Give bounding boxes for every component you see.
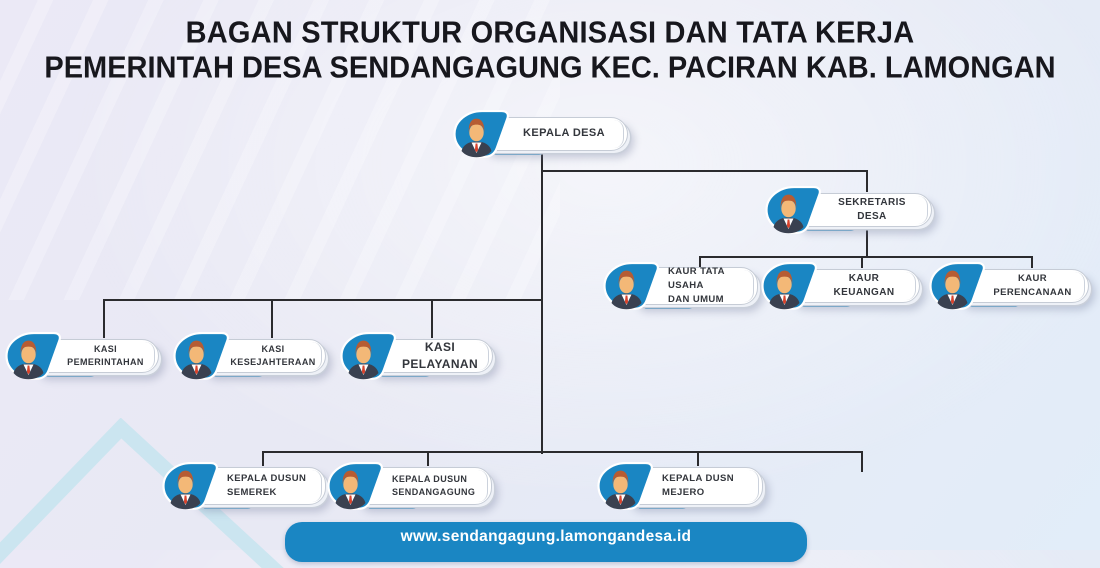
node-label: SEKRETARIS DESA [838,196,906,223]
website-url[interactable]: www.sendangagung.lamongandesa.id [400,528,692,545]
connector-kasi-drop-1 [103,299,105,338]
connector-dusun-drop-1 [262,451,264,466]
connector-sekretaris-horizontal [541,170,868,172]
website-url-bar[interactable]: www.sendangagung.lamongandesa.id [285,522,807,562]
org-node-kasi-pemerintahan: KASI PEMERINTAHAN [5,331,159,380]
title-line-1: BAGAN STRUKTUR ORGANISASI DAN TATA KERJA [185,16,915,50]
node-label-line-2: SEMEREK [227,487,277,498]
org-node-sekretaris-desa: SEKRETARIS DESA [765,185,932,234]
org-node-kaur-perencanaan: KAUR PERENCANAAN [929,261,1089,310]
title-line-2: PEMERINTAH DESA SENDANGAGUNG KEC. PACIRA… [44,51,1056,85]
node-label: KAUR PERENCANAAN [993,273,1072,298]
node-label: KEPALA DUSUN [392,473,468,484]
connector-sekretaris-drop [866,170,868,192]
node-label: KEPALA DESA [522,127,606,140]
connector-kaur-drop-2 [861,256,863,268]
connector-kasi-horizontal [103,299,543,301]
org-node-kaur-keuangan: KAUR KEUANGAN [761,261,920,310]
org-node-kaur-tata-usaha-dan-umum: KAUR TATA USAHA DAN UMUM [603,261,758,310]
person-avatar-icon [162,461,224,510]
org-node-kepala-desa: KEPALA DESA [453,109,628,158]
org-node-kepala-dusun-semerek: KEPALA DUSUN SEMEREK [162,461,326,510]
node-label: KAUR TATA USAHA [668,266,725,292]
node-label-line-2: MEJERO [662,487,705,498]
node-label: KASI PEMERINTAHAN [67,343,144,367]
person-avatar-icon [597,461,659,510]
connector-kaur-drop-3 [1031,256,1033,268]
org-node-kasi-pelayanan: KASI PELAYANAN [340,331,493,380]
connector-kaur-drop-1 [699,256,701,268]
node-label: KASI KESEJAHTERAAN [230,343,316,367]
node-label: KEPALA DUSN [662,473,734,485]
connector-dusun-drop-2 [427,451,429,466]
person-avatar-icon [761,261,823,310]
node-label-panel [794,193,932,227]
org-node-kepala-dusun-sendangagung: KEPALA DUSUN SENDANGAGUNG [327,461,492,510]
person-avatar-icon [5,331,67,380]
page-title: BAGAN STRUKTUR ORGANISASI DAN TATA KERJA… [0,18,1100,84]
org-node-kepala-dusn-mejero: KEPALA DUSN MEJERO [597,461,763,510]
connector-kasi-drop-3 [431,299,433,338]
connector-sekretaris-down [866,230,868,258]
person-avatar-icon [340,331,402,380]
person-avatar-icon [765,185,827,234]
node-label: KASI PELAYANAN [401,339,479,371]
person-avatar-icon [603,261,665,310]
connector-dusun-horizontal [262,451,863,453]
person-avatar-icon [327,461,389,510]
connector-dusun-drop-3 [697,451,699,466]
org-node-kasi-kesejahteraan: KASI KESEJAHTERAAN [173,331,326,380]
node-label: KEPALA DUSUN [227,473,307,485]
node-label-line-2: SENDANGAGUNG [392,487,476,497]
node-label-line-2: DAN UMUM [668,293,724,305]
connector-kasi-drop-2 [271,299,273,338]
connector-dusun-stub-right [861,451,863,472]
connector-kaur-horizontal [699,256,1033,258]
person-avatar-icon [929,261,991,310]
node-label: KAUR KEUANGAN [833,272,895,299]
person-avatar-icon [173,331,235,380]
person-avatar-icon [453,109,515,158]
connector-trunk-vertical [541,154,543,454]
